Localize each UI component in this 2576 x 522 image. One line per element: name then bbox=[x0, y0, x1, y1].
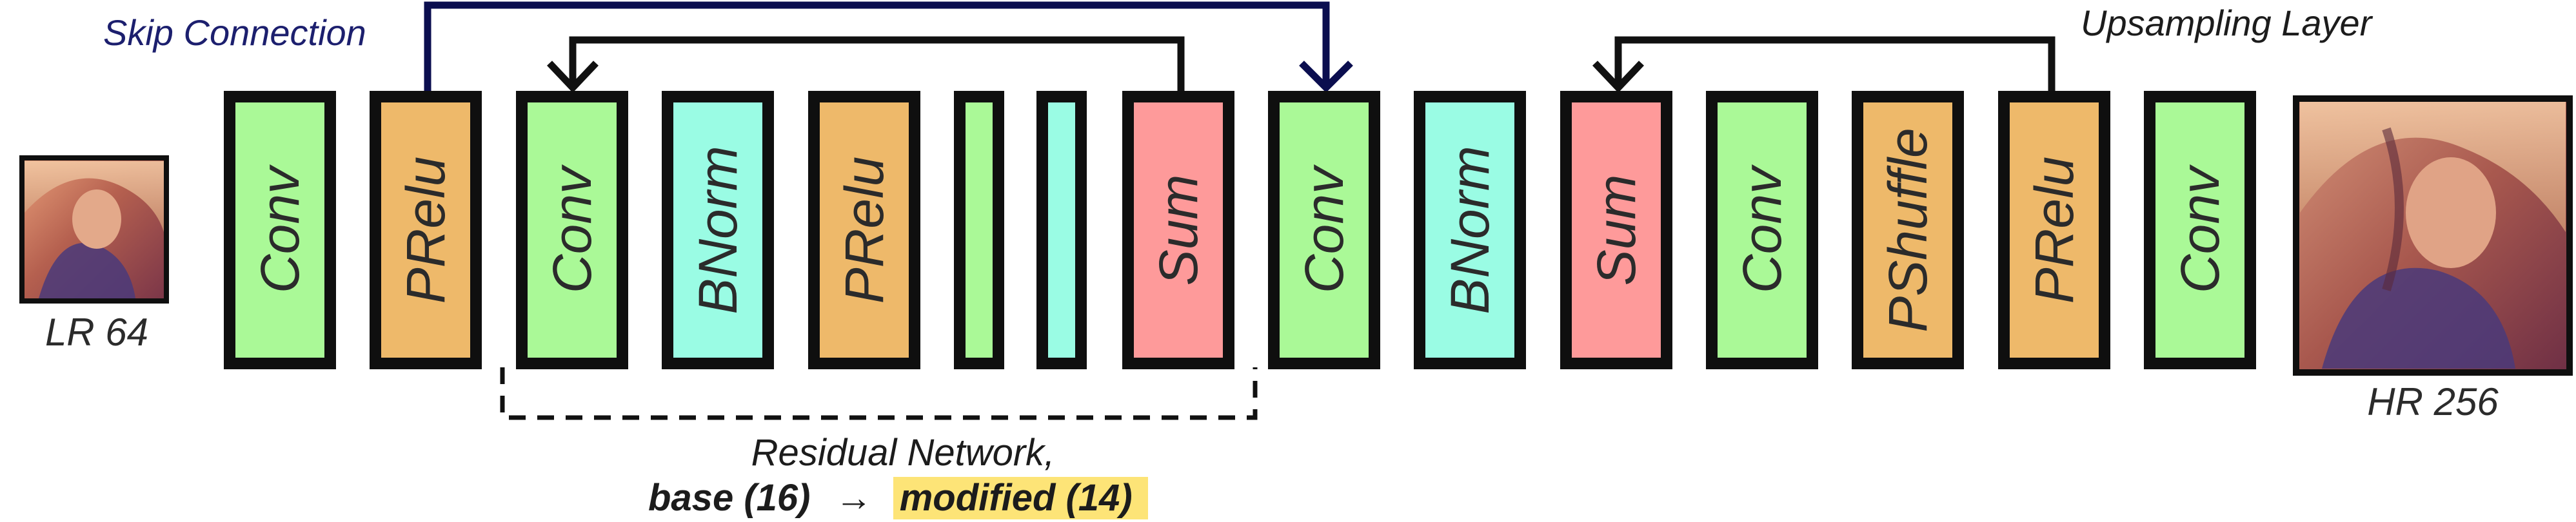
block-thin-conv-box bbox=[954, 91, 1004, 369]
block-conv-2-label: Conv bbox=[542, 164, 602, 293]
block-prelu-1-label: PRelu bbox=[395, 157, 456, 304]
block-sum-2: Sum bbox=[1560, 91, 1672, 369]
block-conv-1-label: Conv bbox=[250, 164, 310, 293]
connections bbox=[424, 1, 2056, 420]
residual-network-bracket bbox=[500, 367, 1258, 420]
residual-modified-count: modified (14) bbox=[900, 477, 1133, 519]
upsampling-layer-label: Upsampling Layer bbox=[2081, 3, 2373, 43]
block-bnorm-1-label: BNorm bbox=[688, 146, 748, 314]
lr-input-caption: LR 64 bbox=[45, 311, 148, 354]
block-bnorm-2-box bbox=[1414, 91, 1526, 369]
layer-blocks: Conv PRelu Conv BNorm PRelu Sum Conv BNorm Sum Co… bbox=[224, 91, 2256, 369]
residual-network-label: Residual Network, bbox=[751, 432, 1055, 474]
block-bnorm-1: BNorm bbox=[662, 91, 774, 369]
block-pshuffle: PShuffle bbox=[1852, 91, 1964, 369]
hr-output-caption: HR 256 bbox=[2367, 380, 2499, 423]
block-prelu-2: PRelu bbox=[808, 91, 920, 369]
residual-arrow: → bbox=[835, 477, 873, 519]
block-sum-2-label: Sum bbox=[1586, 175, 1647, 286]
block-prelu-3: PRelu bbox=[1998, 91, 2110, 369]
block-conv-2: Conv bbox=[516, 91, 628, 369]
lr-input-image bbox=[19, 155, 169, 304]
block-pshuffle-label: PShuffle bbox=[1878, 128, 1938, 333]
block-pshuffle-box bbox=[1852, 91, 1964, 369]
block-thin-bnorm-box bbox=[1036, 91, 1087, 369]
block-conv-4-label: Conv bbox=[1732, 164, 1792, 293]
residual-base-count: base (16) bbox=[648, 477, 810, 519]
modified-highlight bbox=[893, 477, 1148, 519]
block-thin-bnorm bbox=[1036, 91, 1087, 369]
block-sum-1-label: Sum bbox=[1148, 175, 1209, 286]
block-thin-conv bbox=[954, 91, 1004, 369]
block-conv-5: Conv bbox=[2144, 91, 2256, 369]
residual-loop-arrowhead bbox=[547, 61, 599, 93]
block-conv-3-label: Conv bbox=[1294, 164, 1354, 293]
block-sum-1: Sum bbox=[1122, 91, 1234, 369]
block-prelu-2-box bbox=[808, 91, 920, 369]
skip-connection-label: Skip Connection bbox=[103, 12, 366, 53]
block-prelu-2-label: PRelu bbox=[834, 157, 895, 304]
block-bnorm-2: BNorm bbox=[1414, 91, 1526, 369]
block-prelu-1: PRelu bbox=[370, 91, 482, 369]
upsampling-loop-arrowhead bbox=[1592, 61, 1644, 93]
block-conv-5-label: Conv bbox=[2170, 164, 2230, 293]
block-prelu-1-box bbox=[370, 91, 482, 369]
block-conv-3: Conv bbox=[1268, 91, 1380, 369]
block-bnorm-1-box bbox=[662, 91, 774, 369]
block-conv-3-box bbox=[1268, 91, 1380, 369]
block-conv-4: Conv bbox=[1706, 91, 1818, 369]
block-prelu-3-box bbox=[1998, 91, 2110, 369]
residual-counts-label: base (16) → modified (14) bbox=[648, 477, 1133, 519]
block-bnorm-2-label: BNorm bbox=[1440, 146, 1500, 314]
block-prelu-3-label: PRelu bbox=[2024, 157, 2085, 304]
hr-output-image bbox=[2293, 95, 2573, 376]
block-sum-2-box bbox=[1560, 91, 1672, 369]
block-conv-4-box bbox=[1706, 91, 1818, 369]
upsampling-loop-arrow bbox=[1614, 36, 2056, 99]
skip-connection-arrow bbox=[424, 1, 1330, 99]
block-sum-1-box bbox=[1122, 91, 1234, 369]
block-conv-2-box bbox=[516, 91, 628, 369]
block-conv-1: Conv bbox=[224, 91, 336, 369]
skip-connection-arrowhead bbox=[1299, 61, 1353, 93]
block-conv-1-box bbox=[224, 91, 336, 369]
block-conv-5-box bbox=[2144, 91, 2256, 369]
residual-loop-arrow bbox=[569, 36, 1185, 99]
